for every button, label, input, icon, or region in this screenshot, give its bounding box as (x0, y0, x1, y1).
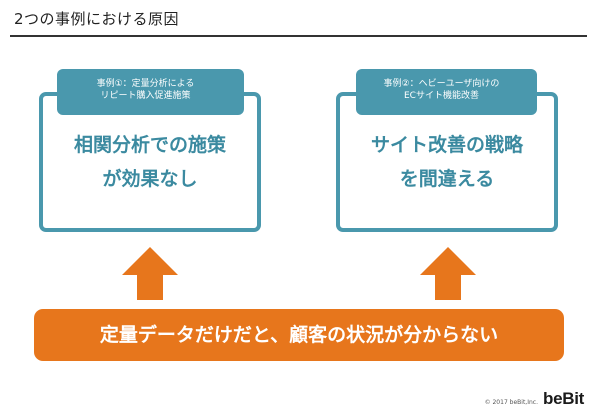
case-2-box (336, 92, 558, 232)
case-2-tag-line-1: 事例②：ヘビーユーザ向けの (383, 79, 500, 89)
case-1-tag-line-1: 事例①：定量分析による (96, 79, 195, 89)
case-2-body-line-1: サイト改善の戦略 (370, 134, 523, 156)
case-1-body: 相関分析での施策 が効果なし (39, 128, 261, 196)
up-arrow-icon (420, 247, 476, 300)
case-2-tag-line-2: ECサイト機能改善 (404, 91, 479, 101)
case-2-tag: 事例②：ヘビーユーザ向けの ECサイト機能改善 (356, 69, 537, 115)
copyright-text: © 2017 beBit,Inc. (484, 399, 538, 406)
footer: © 2017 beBit,Inc. beBit (484, 389, 585, 409)
case-1-body-line-1: 相関分析での施策 (73, 134, 226, 156)
slide-title: 2つの事例における原因 (14, 10, 180, 28)
case-2-body-line-2: を間違える (399, 168, 495, 190)
case-2-body: サイト改善の戦略 を間違える (336, 128, 558, 196)
case-1-body-line-2: が効果なし (102, 168, 198, 190)
case-1-tag-line-2: リピート購入促進施策 (100, 91, 191, 101)
title-divider (10, 35, 587, 37)
up-arrow-icon (122, 247, 178, 300)
case-1-tag: 事例①：定量分析による リピート購入促進施策 (57, 69, 244, 115)
conclusion-banner: 定量データだけだと、顧客の状況が分からない (34, 309, 564, 361)
bebit-logo: beBit (542, 389, 584, 408)
